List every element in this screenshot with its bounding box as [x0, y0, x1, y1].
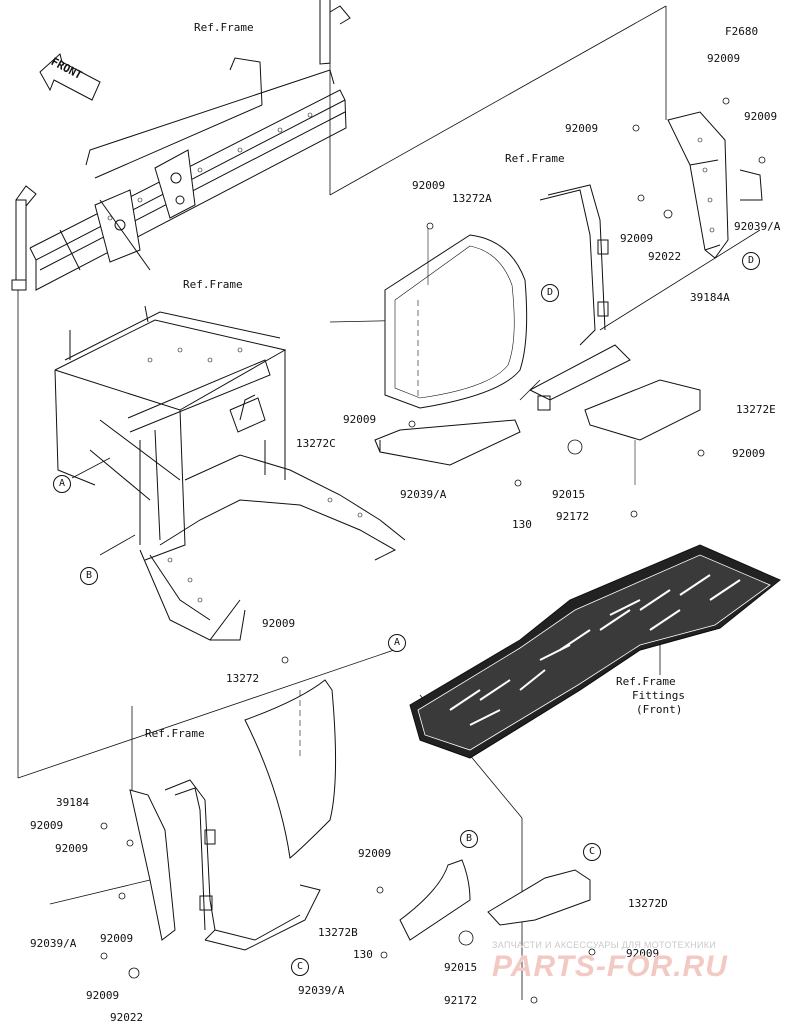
ref-frame-right: Ref.Frame [505, 152, 565, 165]
part-label: 92009 [732, 447, 766, 460]
part-label: 92039/A [400, 488, 447, 501]
ref-fittings-line2: Fittings [632, 689, 685, 702]
callout-b-lower: B [460, 830, 478, 848]
main-chassis-frame [54, 305, 406, 641]
part-label: 92015 [552, 488, 586, 501]
part-label: 39184A [690, 291, 730, 304]
front-arrow-icon [39, 53, 101, 101]
panel-13272b [399, 859, 471, 941]
callout-a-lower: A [388, 634, 406, 652]
part-label: 92009 [30, 819, 64, 832]
fender-13272a [384, 228, 528, 409]
callout-d-right: D [742, 252, 760, 270]
part-label: 92172 [556, 510, 590, 523]
hardware-bolts [100, 97, 766, 1004]
ref-fittings-line1: Ref.Frame [616, 675, 676, 688]
part-label: 92039/A [298, 984, 345, 997]
part-label: 92009 [86, 989, 120, 1002]
part-label: 92009 [55, 842, 89, 855]
upper-frame-rail [11, 0, 351, 291]
part-label: 92009 [343, 413, 377, 426]
panel-13272c [374, 419, 521, 466]
part-label: 92039/A [734, 220, 781, 233]
part-label: 92009 [620, 232, 654, 245]
part-label: 92009 [744, 110, 778, 123]
part-label: 13272D [628, 897, 668, 910]
callout-d-left: D [541, 284, 559, 302]
part-label: 130 [512, 518, 532, 531]
part-label: 130 [353, 948, 373, 961]
part-label: 13272 [226, 672, 260, 685]
part-label: 92009 [262, 617, 296, 630]
part-label: 13272E [736, 403, 776, 416]
part-label: 39184 [56, 796, 90, 809]
panel-13272e [584, 379, 701, 485]
part-label: 92009 [565, 122, 599, 135]
part-label: 92172 [444, 994, 478, 1007]
watermark-logo: PARTS-FOR.RU [492, 950, 728, 983]
ref-frame-mid: Ref.Frame [183, 278, 243, 291]
panel-13272d [487, 869, 591, 926]
part-label: 92022 [648, 250, 682, 263]
part-label: 92022 [110, 1011, 144, 1024]
part-label: 92009 [412, 179, 446, 192]
side-panel-39184a [667, 111, 763, 259]
part-label: 92009 [100, 932, 134, 945]
ref-frame-bottom: Ref.Frame [145, 727, 205, 740]
part-label: 92009 [707, 52, 741, 65]
diagram-id: F2680 [725, 25, 759, 38]
callout-c-left: C [291, 958, 309, 976]
floor-mat [409, 544, 781, 759]
ref-frame-top: Ref.Frame [194, 21, 254, 34]
part-label: 92015 [444, 961, 478, 974]
part-label: 92009 [626, 947, 660, 960]
callout-a-upper: A [53, 475, 71, 493]
part-label: 13272B [318, 926, 358, 939]
part-label: 13272A [452, 192, 492, 205]
ref-fittings-line3: (Front) [636, 703, 683, 716]
part-label: 13272C [296, 437, 336, 450]
watermark-subtitle: ЗАПЧАСТИ И АКСЕССУАРЫ ДЛЯ МОТОТЕХНИКИ [492, 940, 717, 950]
fender-13272 [244, 679, 337, 859]
part-label: 92009 [358, 847, 392, 860]
right-frame-bracket [529, 184, 631, 411]
callout-c-right: C [583, 843, 601, 861]
callout-b-upper: B [80, 567, 98, 585]
lower-left-frame [129, 779, 321, 951]
part-label: 92039/A [30, 937, 77, 950]
